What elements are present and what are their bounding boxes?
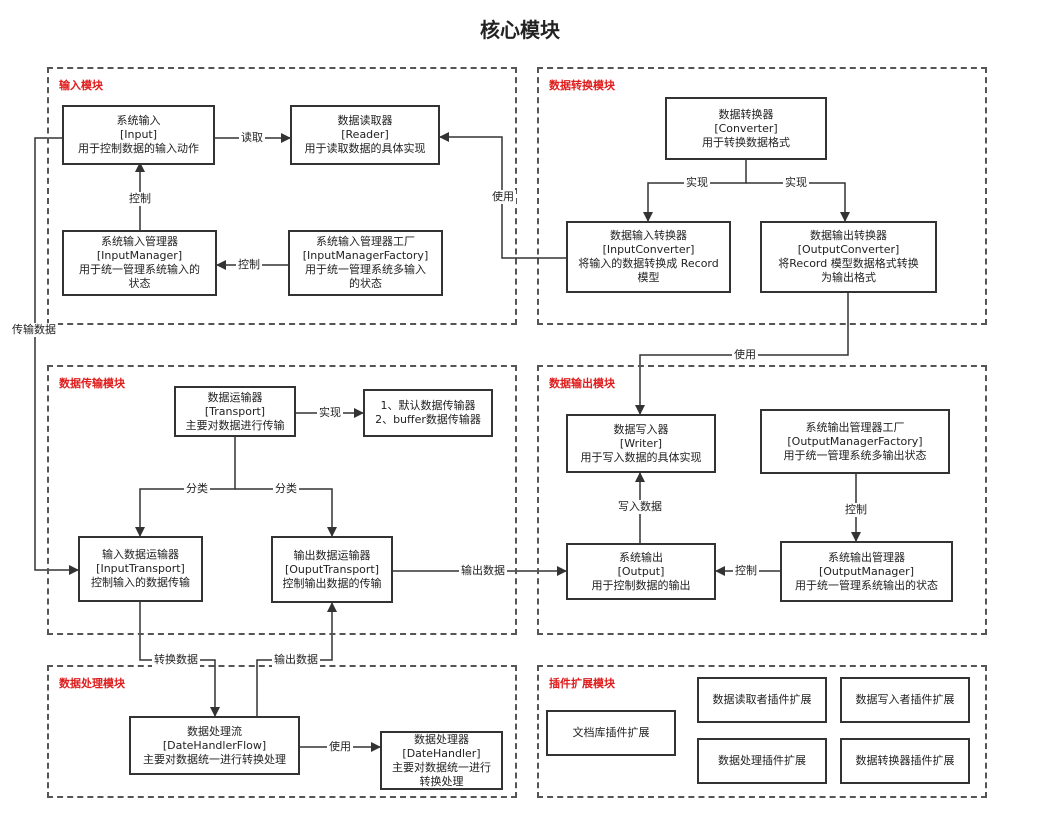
box-output-transport: 输出数据运输器[OuputTransport]控制输出数据的传输 — [271, 536, 393, 603]
box-input-manager: 系统输入管理器[InputManager]用于统一管理系统输入的状态 — [62, 230, 217, 296]
box-output-manager-factory: 系统输出管理器工厂[OutputManagerFactory]用于统一管理系统多… — [760, 409, 950, 474]
box-input: 系统输入[Input]用于控制数据的输入动作 — [62, 105, 215, 165]
edge-label-impl-in: 实现 — [684, 176, 710, 190]
box-output-manager: 系统输出管理器[OutputManager]用于统一管理系统输出的状态 — [780, 541, 953, 602]
edge-label-write-data: 写入数据 — [616, 500, 664, 514]
box-plugin-handler: 数据处理插件扩展 — [697, 738, 827, 784]
group-output: 数据输出模块 — [537, 365, 987, 635]
group-plugin: 插件扩展模块 — [537, 665, 987, 798]
box-output-converter: 数据输出转换器[OutputConverter]将Record 模型数据格式转换… — [760, 221, 937, 293]
edge-label-use-writer: 使用 — [732, 348, 758, 362]
edge-label-use-reader: 使用 — [490, 190, 516, 204]
edge-label-output-data-2: 输出数据 — [272, 653, 320, 667]
edge-label-classify-out: 分类 — [273, 482, 299, 496]
edge-label-transfer-data: 传输数据 — [10, 323, 58, 337]
box-reader: 数据读取器[Reader]用于读取数据的具体实现 — [290, 105, 440, 165]
group-convert: 数据转换模块 — [537, 67, 987, 325]
group-label: 数据传输模块 — [59, 377, 125, 390]
box-input-manager-factory: 系统输入管理器工厂[InputManagerFactory]用于统一管理系统多输… — [288, 230, 443, 296]
diagram-title: 核心模块 — [480, 18, 560, 42]
box-plugin-writer: 数据写入者插件扩展 — [840, 677, 970, 723]
edge-label-output-data: 输出数据 — [459, 564, 507, 578]
box-input-transport: 输入数据运输器[InputTransport]控制输入的数据传输 — [78, 536, 203, 602]
box-handler: 数据处理器[DateHandler]主要对数据统一进行转换处理 — [380, 731, 503, 790]
group-label: 数据处理模块 — [59, 677, 125, 690]
edge-label-control-output-factory: 控制 — [843, 503, 869, 517]
edge-label-classify-in: 分类 — [184, 482, 210, 496]
box-transport: 数据运输器[Transport]主要对数据进行传输 — [174, 386, 296, 437]
group-label: 插件扩展模块 — [549, 677, 615, 690]
box-plugin-converter: 数据转换器插件扩展 — [840, 738, 970, 784]
box-plugin-doc: 文档库插件扩展 — [546, 710, 676, 756]
edge-label-convert-data: 转换数据 — [152, 653, 200, 667]
box-output: 系统输出[Output]用于控制数据的输出 — [566, 543, 716, 600]
edge-classify-out — [235, 488, 337, 537]
edge-label-control-output: 控制 — [733, 564, 759, 578]
box-writer: 数据写入器[Writer]用于写入数据的具体实现 — [566, 414, 716, 473]
edge-label-read: 读取 — [239, 131, 265, 145]
group-label: 数据转换模块 — [549, 79, 615, 92]
group-input: 输入模块 — [47, 67, 517, 325]
edge-label-impl-transport: 实现 — [317, 406, 343, 420]
edge-label-control-input: 控制 — [127, 192, 153, 206]
group-label: 数据输出模块 — [549, 377, 615, 390]
box-converter: 数据转换器[Converter]用于转换数据格式 — [665, 97, 827, 160]
edge-label-impl-out: 实现 — [783, 176, 809, 190]
edge-impl-out — [746, 182, 850, 222]
edge-label-control-input-factory: 控制 — [236, 258, 262, 272]
group-label: 输入模块 — [59, 79, 103, 92]
box-handler-flow: 数据处理流[DateHandlerFlow]主要对数据统一进行转换处理 — [129, 716, 300, 775]
box-plugin-reader: 数据读取者插件扩展 — [697, 677, 827, 723]
edge-label-use-handler: 使用 — [327, 740, 353, 754]
group-transport: 数据传输模块 — [47, 365, 517, 635]
